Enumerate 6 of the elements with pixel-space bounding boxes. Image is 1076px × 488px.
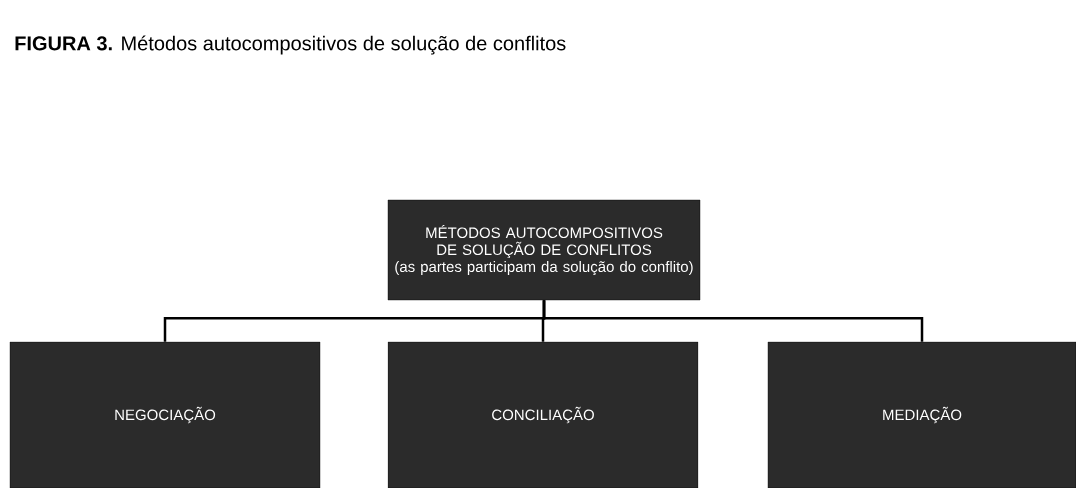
connector-line [542, 300, 924, 342]
process-box: MÉTODOS AUTOCOMPOSITIVOS DE SOLUÇÃO DE CONFLITOS (as partes participam da solução do conflito) [387, 199, 701, 301]
process-box: MEDIAÇÃO [767, 341, 1076, 488]
process-box: NEGOCIAÇÃO [9, 341, 321, 488]
process-box: CONCILIAÇÃO [387, 341, 699, 488]
figure-title: FIGURA 3. Métodos autocompositivos de solução de conflitos [15, 35, 566, 55]
